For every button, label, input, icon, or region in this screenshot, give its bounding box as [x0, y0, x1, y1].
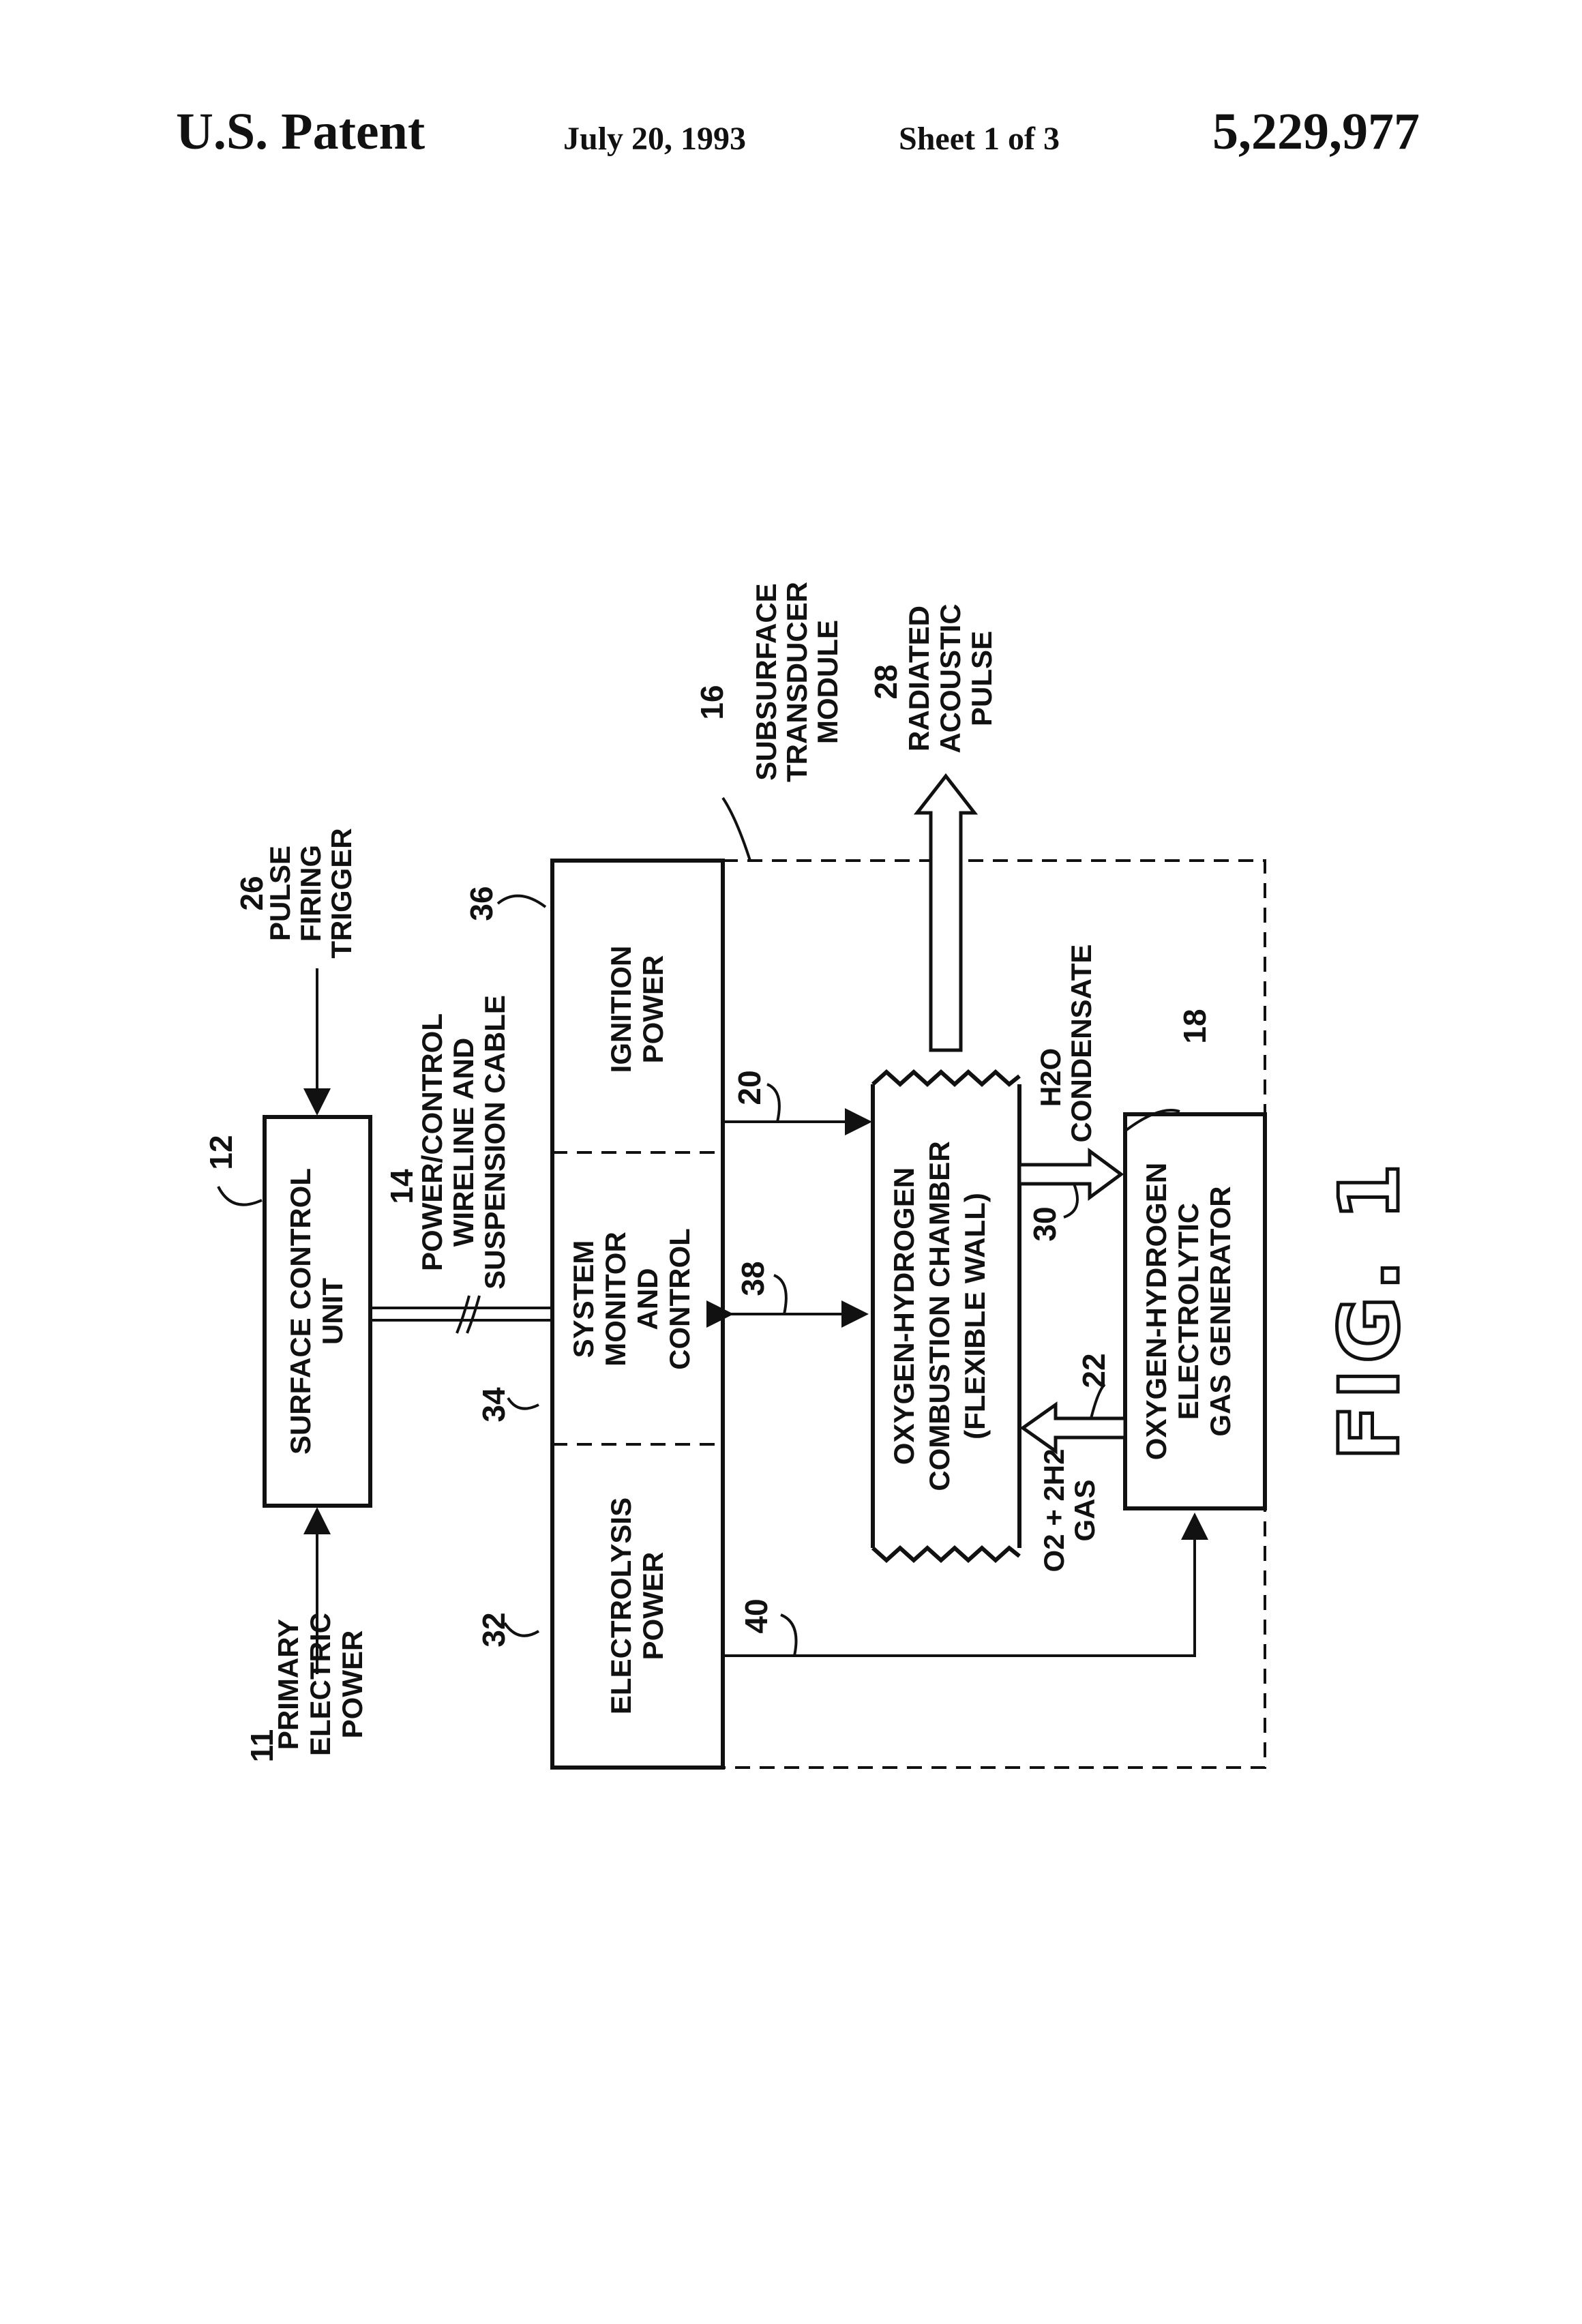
condensate-arrow	[1019, 1151, 1121, 1197]
gas-line-2: GAS	[1069, 1479, 1101, 1541]
ref-28: 28	[868, 664, 904, 699]
combustion-line-2: COMBUSTION CHAMBER	[923, 1141, 955, 1491]
system-monitor-line-2: MONITOR	[599, 1232, 631, 1367]
trigger-line-1: PULSE	[264, 846, 296, 941]
ref-14: 14	[384, 1169, 419, 1204]
combustion-line-1: OXYGEN-HYDROGEN	[888, 1167, 920, 1465]
ref-18: 18	[1177, 1009, 1212, 1043]
generator-line-3: GAS GENERATOR	[1204, 1186, 1236, 1436]
ref-36: 36	[464, 886, 499, 921]
system-monitor-line-4: CONTROL	[663, 1228, 696, 1370]
surface-control-line-2: UNIT	[316, 1278, 348, 1345]
ref-12: 12	[203, 1135, 239, 1170]
gas-line-1: O2 + 2H2	[1038, 1449, 1070, 1573]
trigger-line-2: FIRING	[295, 845, 327, 942]
system-monitor-line-1: SYSTEM	[567, 1240, 599, 1358]
ref-34: 34	[476, 1387, 511, 1422]
pulse-arrow	[917, 776, 974, 1050]
module-line-1: SUBSURFACE	[750, 583, 782, 780]
ignition-power-line-1: IGNITION	[605, 946, 637, 1073]
figure-caption: FIG. 1	[1323, 1158, 1418, 1461]
ref-38: 38	[735, 1261, 771, 1296]
cable-line-3: SUSPENSION CABLE	[479, 995, 511, 1290]
primary-power-line-1: PRIMARY	[272, 1619, 304, 1750]
ref-22: 22	[1076, 1353, 1111, 1388]
ignition-power-line-2: POWER	[637, 955, 669, 1064]
cable-line-1: POWER/CONTROL	[416, 1013, 448, 1271]
primary-power-line-2: ELECTRIC	[304, 1613, 336, 1756]
electrolysis-line	[723, 1515, 1195, 1656]
ref-32: 32	[476, 1612, 511, 1647]
trigger-line-3: TRIGGER	[325, 828, 357, 958]
combustion-line-3: (FLEXIBLE WALL)	[959, 1193, 991, 1440]
cable-line-2: WIRELINE AND	[447, 1038, 479, 1247]
generator-line-2: ELECTROLYTIC	[1172, 1203, 1204, 1420]
condensate-line-2: CONDENSATE	[1065, 944, 1097, 1143]
generator-line-1: OXYGEN-HYDROGEN	[1140, 1163, 1172, 1460]
surface-control-line-1: SURFACE CONTROL	[284, 1168, 316, 1455]
ref-20: 20	[732, 1070, 767, 1105]
module-line-2: TRANSDUCER	[781, 582, 813, 782]
pulse-line-3: PULSE	[966, 631, 998, 726]
condensate-line-1: H2O	[1034, 1048, 1066, 1107]
ref-16: 16	[694, 685, 730, 719]
gas-arrow	[1023, 1405, 1125, 1451]
pulse-line-2: ACOUSTIC	[934, 604, 966, 753]
ref-30: 30	[1027, 1206, 1062, 1241]
electrolysis-power-line-1: ELECTROLYSIS	[605, 1498, 637, 1714]
electrolysis-power-line-2: POWER	[637, 1552, 669, 1660]
ref-40: 40	[738, 1598, 774, 1633]
primary-power-line-3: POWER	[336, 1630, 368, 1739]
system-monitor-line-3: AND	[631, 1268, 663, 1330]
module-line-3: MODULE	[811, 620, 844, 744]
cable-lines	[370, 1296, 552, 1333]
pulse-line-1: RADIATED	[903, 606, 935, 751]
